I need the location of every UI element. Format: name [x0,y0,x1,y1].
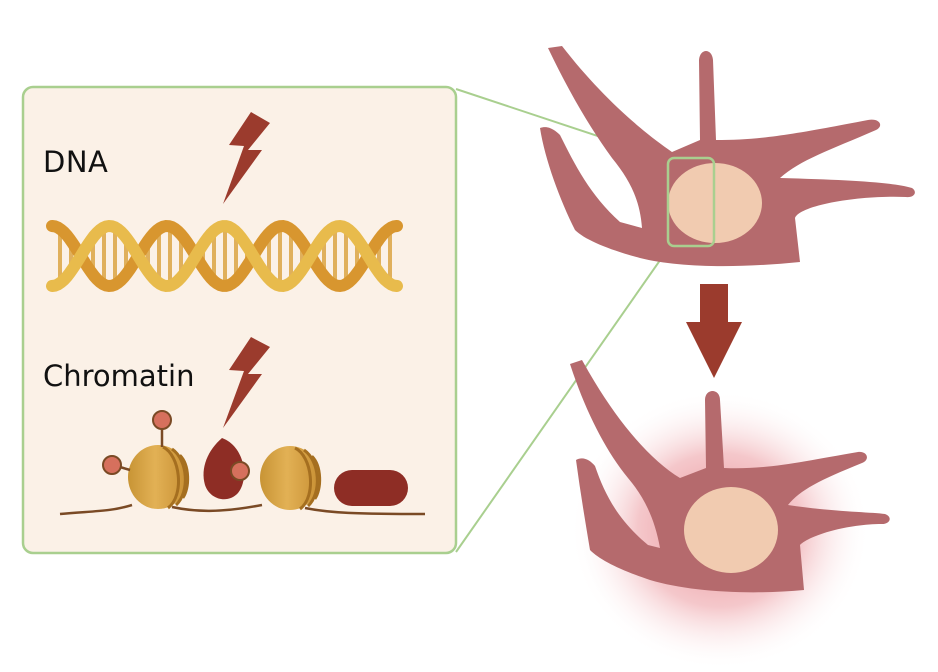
neuron-cell-icon [540,46,915,267]
nucleus-icon [684,487,778,573]
nucleosome-icon [260,446,322,511]
zoom-region-box [666,156,716,248]
chromatin-protein-icon [334,470,408,506]
dna-label: DNA [43,145,109,179]
histone-mark-icon [152,410,172,430]
lightning-bolt-icon [223,337,270,428]
histone-mark-icon [230,461,250,481]
chromatin-fiber [59,410,426,516]
nucleosome-icon [102,410,190,510]
dna-helix-icon [46,219,403,293]
zoom-panel [21,85,458,555]
chromatin-label: Chromatin [43,359,195,393]
down-arrow-icon [686,284,742,378]
lightning-bolt-icon [223,112,270,204]
chromatin-protein-icon [203,438,250,500]
histone-mark-icon [102,455,122,475]
neuron-cell-icon [570,360,890,593]
